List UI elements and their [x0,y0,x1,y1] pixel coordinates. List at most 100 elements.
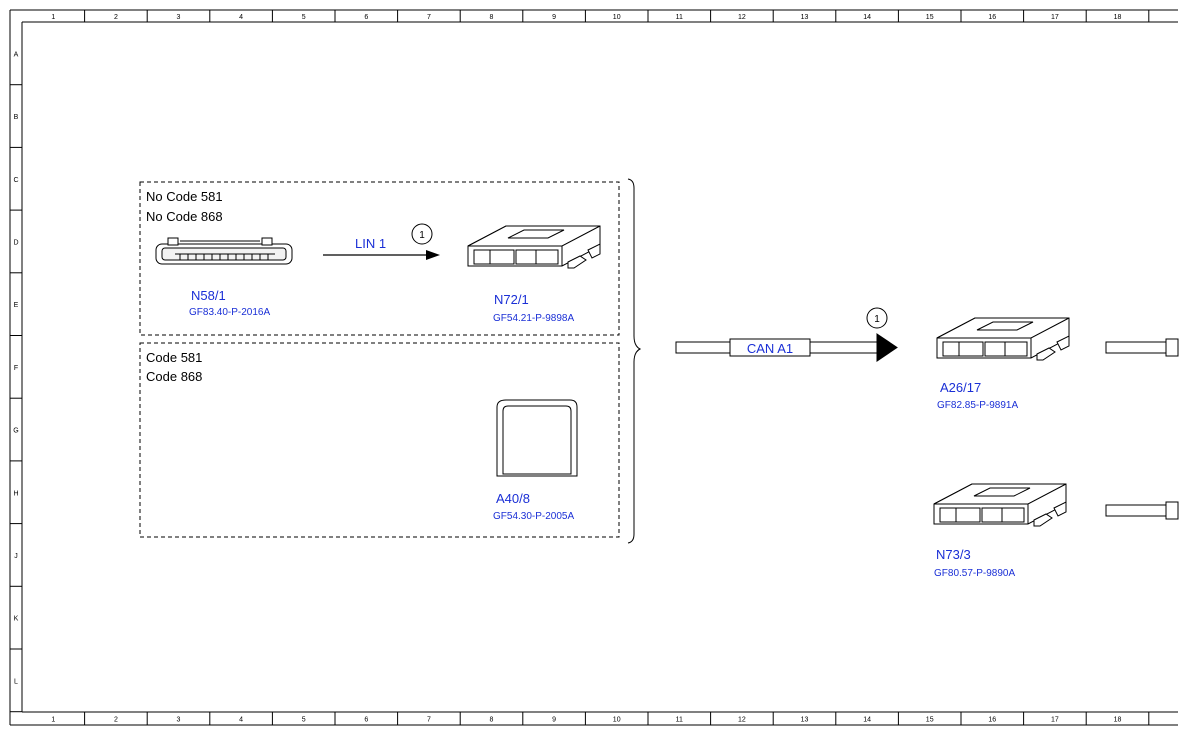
a26-17-ref[interactable]: GF82.85-P-9891A [937,400,1018,411]
column-number: 8 [490,14,494,21]
column-number: 18 [1114,717,1122,724]
unit-label-plate [507,229,565,239]
unit-label-plate [976,321,1034,331]
unit-mount-tab [587,243,601,259]
group-code-line2: Code 868 [146,369,202,384]
column-number: 12 [738,717,746,724]
lin-marker: 1 [419,230,425,241]
unit-mount-tab [1053,501,1067,517]
column-number: 1 [51,14,55,21]
right-connection-stub-upper [1105,338,1179,357]
unit-connector-left [942,341,984,357]
unit-top [467,225,601,247]
row-ruler-left: A B C D E F G H J K L [10,51,22,713]
a40-8-ref[interactable]: GF54.30-P-2005A [493,511,574,522]
unit-top [936,317,1070,339]
row-letter: G [13,428,18,435]
column-number: 16 [988,14,996,21]
column-number: 13 [801,14,809,21]
sheet-frame [9,9,1178,726]
can-marker: 1 [874,314,880,325]
a40-8-display-icon[interactable] [496,399,578,477]
row-letter: K [14,616,19,623]
column-number: 12 [738,14,746,21]
n73-3-ref[interactable]: GF80.57-P-9890A [934,568,1015,579]
n58-1-ref[interactable]: GF83.40-P-2016A [189,307,270,318]
n73-3-control-unit-icon[interactable] [933,483,1067,527]
column-number: 7 [427,717,431,724]
column-number: 16 [988,717,996,724]
column-number: 1 [51,717,55,724]
column-number: 14 [863,717,871,724]
column-number: 9 [552,717,556,724]
column-number: 9 [552,14,556,21]
column-number: 4 [239,717,243,724]
can-label-box [729,338,811,357]
lin-marker-circle [411,223,433,245]
n58-1-label: N58/1 [191,288,226,303]
n72-1-label: N72/1 [494,292,529,307]
unit-mount-tab [1036,347,1056,361]
unit-connector-right [984,341,1028,357]
column-number: 6 [364,14,368,21]
row-letter: L [14,678,18,685]
lin-label: LIN 1 [355,236,386,251]
row-letter: F [14,365,18,372]
column-number: 7 [427,14,431,21]
lin-arrowhead [426,250,440,260]
group-no-code-line1: No Code 581 [146,189,223,204]
column-number: 4 [239,14,243,21]
unit-label-plate [973,487,1031,497]
column-number: 2 [114,717,118,724]
group-brace [627,178,642,544]
unit-mount-tab [1033,513,1053,527]
a40-8-label: A40/8 [496,491,530,506]
column-number: 10 [613,14,621,21]
a26-17-control-unit-icon[interactable] [936,317,1070,361]
row-letter: D [13,239,18,246]
row-letter: E [14,302,19,309]
unit-connector-left [473,249,515,265]
right-connection-stub-lower [1105,501,1179,520]
column-number: 15 [926,14,934,21]
n73-3-label: N73/3 [936,547,971,562]
row-letter: A [14,51,19,58]
row-letter: C [13,177,18,184]
a26-17-label: A26/17 [940,380,981,395]
row-letter: J [14,553,18,560]
group-code-line1: Code 581 [146,350,202,365]
column-number: 17 [1051,14,1059,21]
column-number: 14 [863,14,871,21]
column-number: 2 [114,14,118,21]
group-no-code-box [139,181,620,336]
unit-connector-right [981,507,1025,523]
column-number: 11 [676,14,683,21]
column-number: 10 [613,717,621,724]
column-number: 18 [1114,14,1122,21]
column-number: 17 [1051,717,1059,724]
unit-connector-left [939,507,981,523]
can-label: CAN A1 [747,341,793,356]
row-letter: H [13,490,18,497]
unit-mount-tab [1056,335,1070,351]
n72-1-ref[interactable]: GF54.21-P-9898A [493,313,574,324]
column-number: 15 [926,717,934,724]
row-letter: B [14,114,19,121]
column-number: 13 [801,717,809,724]
column-number: 3 [177,14,181,21]
n58-1-connector-icon[interactable] [155,237,293,265]
unit-connector-right [515,249,559,265]
group-no-code-line2: No Code 868 [146,209,223,224]
can-marker-circle [866,307,888,329]
unit-top [933,483,1067,505]
column-number: 11 [676,717,683,724]
column-number: 3 [177,717,181,724]
unit-mount-tab [567,255,587,269]
n72-1-control-unit-icon[interactable] [467,225,601,269]
column-number: 5 [302,717,306,724]
group-code-box [139,342,620,538]
column-number: 5 [302,14,306,21]
